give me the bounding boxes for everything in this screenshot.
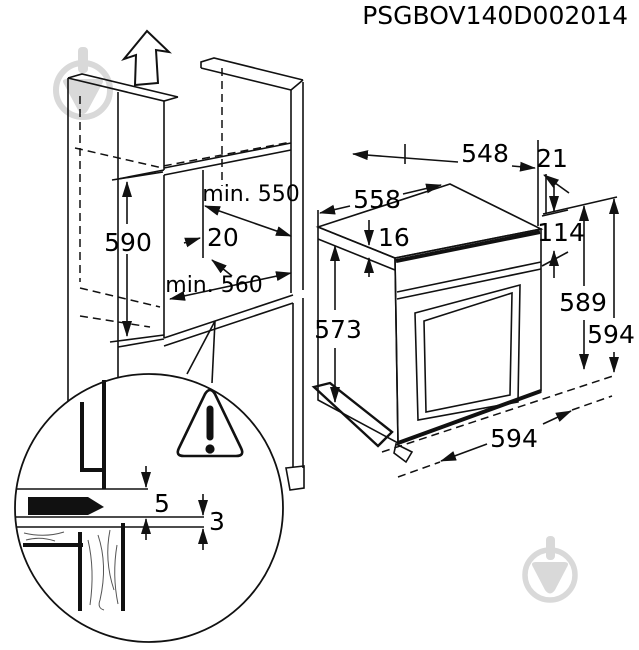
dim-573-label: 573: [314, 315, 362, 344]
watermark-icon: [522, 536, 578, 603]
drawing-code-label: PSGBOV140D002014: [362, 1, 628, 30]
dim-min560-label: min. 560: [165, 273, 262, 298]
dim-16-label: 16: [378, 223, 410, 252]
wood-grain-texture: [23, 529, 119, 611]
dim-5-label: 5: [154, 489, 170, 518]
dim-548-label: 548: [461, 139, 509, 168]
dim-min550-label: min. 550: [202, 182, 299, 207]
dim-21-label: 21: [536, 144, 568, 173]
up-arrow-icon: [121, 29, 172, 87]
dim-114-label: 114: [537, 218, 585, 247]
warning-triangle-icon: [176, 388, 244, 458]
oven-foot: [393, 442, 414, 464]
dim-558-label: 558: [353, 185, 401, 214]
oven-foot: [311, 381, 394, 448]
oven-diagram: 558 548 21 16 114 573 589 594 594: [311, 139, 635, 478]
dim-590-label: 590: [104, 228, 152, 257]
watermark-icon: [53, 47, 113, 120]
dim-20-label: 20: [207, 223, 239, 252]
cabinet-diagram: 590 min. 550 20 min. 560: [67, 29, 305, 491]
dim-589-label: 589: [559, 288, 607, 317]
dim-594-total-label: 594: [587, 320, 635, 349]
detail-circle: 5 3: [14, 373, 284, 643]
dim-3-label: 3: [209, 507, 225, 536]
dim-594-width-label: 594: [490, 424, 538, 453]
